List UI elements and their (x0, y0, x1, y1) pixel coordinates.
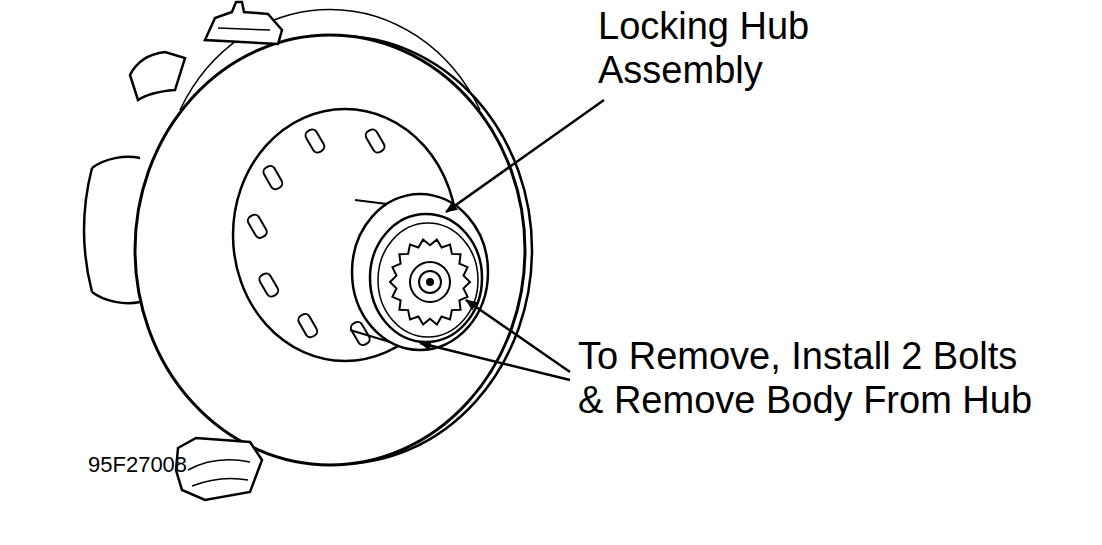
figure-code-wrap: 95F27008 (88, 452, 288, 477)
axle-end (426, 278, 434, 286)
caliper (176, 438, 262, 500)
wheel-stud (258, 272, 280, 299)
part-label-wrap: Locking Hub Assembly (598, 5, 838, 92)
knuckle-arm (92, 292, 140, 303)
locking-hub-body (370, 214, 482, 342)
knuckle-arm (84, 168, 92, 292)
caliper (218, 28, 270, 30)
figure-code: 95F27008 (88, 452, 288, 477)
hub-face (352, 194, 488, 350)
axle-end (419, 271, 441, 293)
gear-teeth (390, 240, 470, 325)
wheel-stud (262, 164, 284, 191)
caliper (130, 52, 185, 100)
instruction-note-wrap: To Remove, Install 2 Bolts & Remove Body… (578, 335, 1053, 422)
leader-arrow (446, 100, 604, 212)
wheel-stud (297, 312, 319, 339)
caliper (192, 478, 248, 486)
gear-teeth (390, 240, 470, 325)
instruction-note: To Remove, Install 2 Bolts & Remove Body… (578, 335, 1053, 422)
caliper (205, 2, 282, 44)
brake-rotor (135, 35, 525, 465)
leader-arrow (466, 300, 570, 372)
locking-hub-body (378, 223, 478, 337)
knuckle-arm (92, 157, 140, 168)
axle-end (410, 262, 450, 302)
caliper (188, 460, 250, 470)
leader-arrow (420, 343, 570, 380)
wheel-stud (304, 128, 326, 155)
part-label: Locking Hub Assembly (598, 5, 838, 92)
wheel-stud (246, 213, 268, 240)
wheel-stud (364, 128, 386, 155)
